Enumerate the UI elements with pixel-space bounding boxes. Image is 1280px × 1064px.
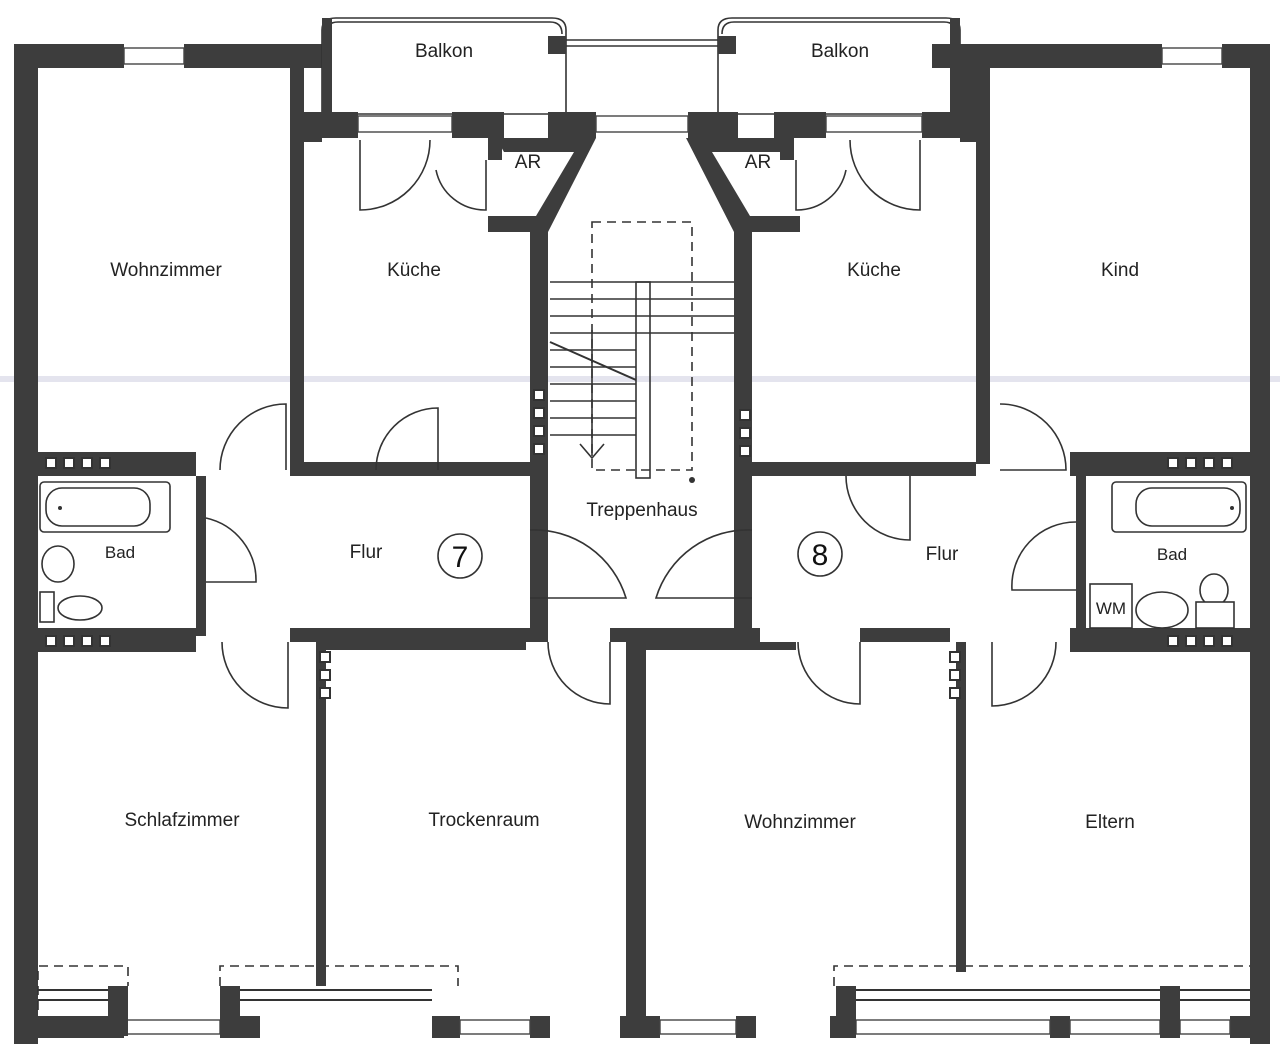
unit-8-circle bbox=[797, 531, 843, 577]
label-wohnzimmer-bottom: Wohnzimmer bbox=[744, 812, 856, 833]
label-ar-left: AR bbox=[515, 152, 541, 173]
doors bbox=[205, 139, 1077, 709]
staircase bbox=[549, 221, 734, 483]
unit-number-7: 7 bbox=[452, 541, 469, 574]
label-flur-right: Flur bbox=[926, 544, 959, 565]
label-wohnzimmer-top: Wohnzimmer bbox=[110, 260, 222, 281]
bathroom-fixtures bbox=[39, 481, 1247, 629]
label-eltern: Eltern bbox=[1085, 812, 1135, 833]
balconies bbox=[300, 17, 988, 142]
unit-number-8: 8 bbox=[812, 539, 829, 572]
label-ar-right: AR bbox=[745, 152, 771, 173]
label-bad-left: Bad bbox=[105, 543, 135, 562]
label-schlafzimmer: Schlafzimmer bbox=[124, 810, 240, 831]
scan-line bbox=[0, 376, 1280, 382]
label-kueche-left: Küche bbox=[387, 260, 441, 281]
label-kind: Kind bbox=[1101, 260, 1139, 281]
label-balkon-left: Balkon bbox=[415, 41, 473, 62]
chimney-blocks bbox=[45, 389, 1233, 699]
room-labels: Balkon Balkon AR AR Wohnzimmer Küche Küc… bbox=[105, 41, 1187, 833]
label-flur-left: Flur bbox=[350, 542, 383, 563]
label-bad-right: Bad bbox=[1157, 545, 1187, 564]
label-wm: WM bbox=[1096, 599, 1126, 618]
label-treppenhaus: Treppenhaus bbox=[586, 500, 697, 521]
label-kueche-right: Küche bbox=[847, 260, 901, 281]
label-balkon-right: Balkon bbox=[811, 41, 869, 62]
interior-walls bbox=[14, 44, 1270, 1016]
unit-7-circle bbox=[437, 533, 483, 579]
label-trockenraum: Trockenraum bbox=[428, 810, 539, 831]
